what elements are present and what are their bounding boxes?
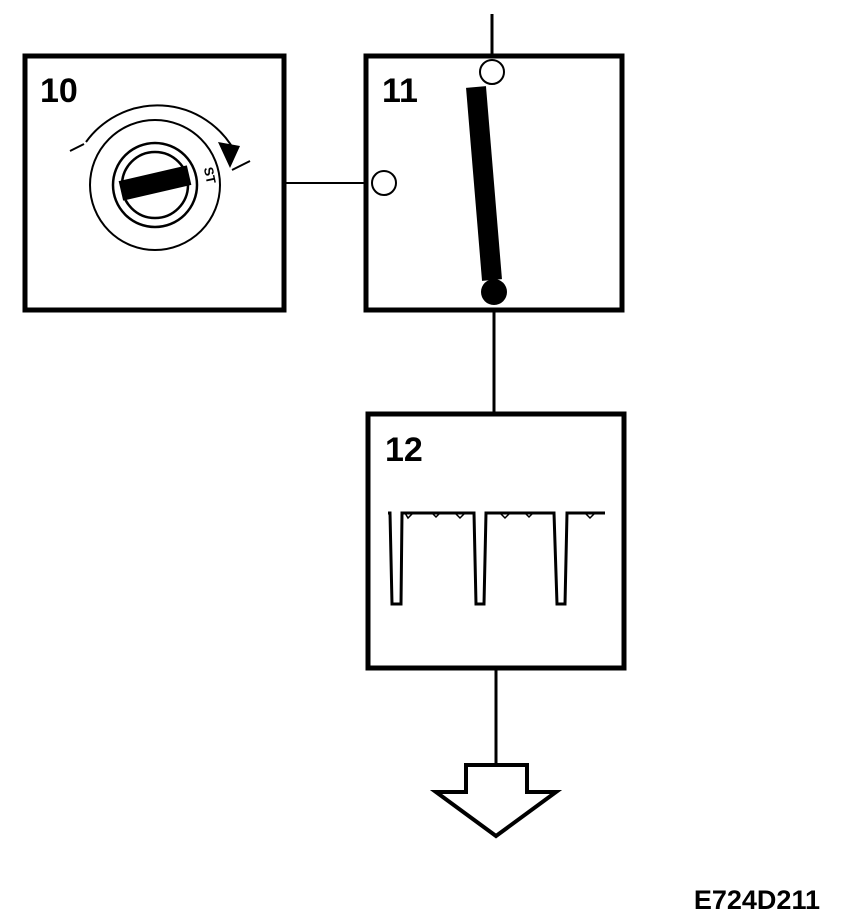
switch-contact-arm	[466, 86, 502, 281]
start-position-label: ST	[201, 166, 219, 185]
figure-code: E724D211	[693, 885, 820, 915]
panel-number-11: 11	[382, 72, 418, 110]
output-arrow-icon	[429, 763, 563, 839]
pivot-terminal-icon	[481, 279, 507, 305]
relay-switch-panel: 11	[363, 53, 625, 313]
signal-display-panel: 12	[365, 411, 627, 671]
panel-number-10: 10	[40, 72, 78, 110]
panel-number-12: 12	[385, 431, 423, 469]
ignition-key-icon: ST	[69, 104, 251, 251]
pulse-waveform	[388, 511, 605, 606]
ignition-switch-panel: 10 ST	[22, 53, 287, 313]
top-terminal-icon	[479, 59, 505, 85]
side-terminal-icon	[371, 170, 397, 196]
